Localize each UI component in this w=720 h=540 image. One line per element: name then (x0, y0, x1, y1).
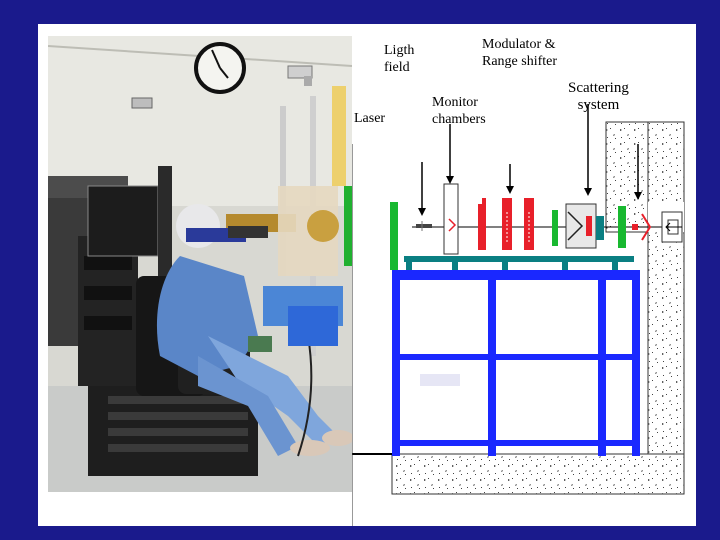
monitor-chambers (478, 198, 534, 250)
label-scattering-system: Scattering system (568, 80, 629, 113)
patient-treatment-photo (48, 36, 352, 492)
slide-canvas: Ligth field Modulator & Range shifter La… (38, 24, 696, 526)
modulator-range-shifter (552, 203, 604, 249)
callout-arrows (418, 104, 642, 216)
beamline-diagram (351, 84, 696, 526)
green-shield-left (390, 202, 398, 270)
beam-rail (404, 256, 634, 270)
wall-camera-left-icon (131, 97, 153, 109)
label-laser: Laser (354, 111, 386, 126)
laser-element (416, 221, 432, 231)
label-monitor-chambers: Monitor chambers (432, 95, 486, 127)
label-light-field: Ligth field (384, 43, 415, 75)
steel-support-frame (392, 270, 640, 456)
wall-clock-icon (194, 42, 246, 94)
security-camera-icon (287, 65, 313, 86)
concrete-wall (391, 121, 685, 495)
scattering-system (618, 206, 683, 248)
label-modulator-range-shifter: Modulator & Range shifter (482, 37, 558, 69)
light-field-element (443, 183, 459, 255)
